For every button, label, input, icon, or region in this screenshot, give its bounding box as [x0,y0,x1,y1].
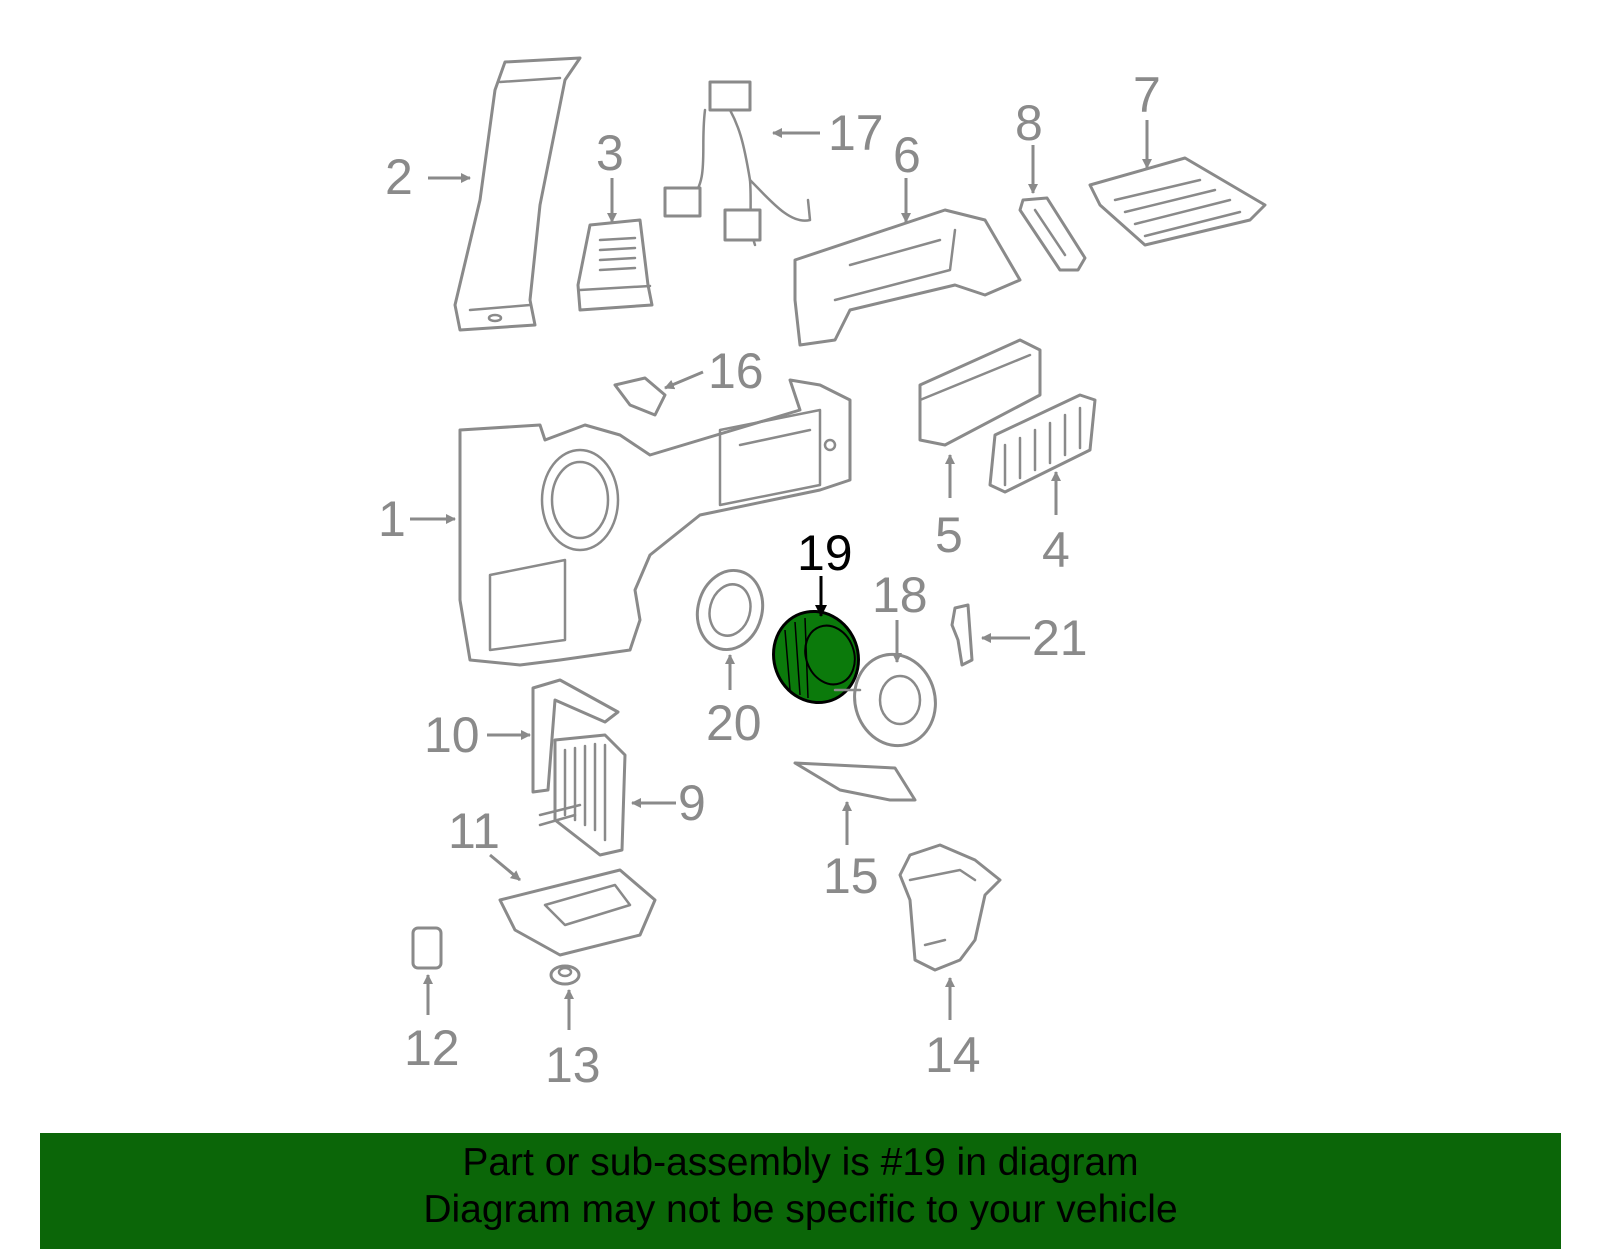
part-9-callout: 9 [631,775,706,831]
part-10-callout: 10 [424,707,531,763]
part-21-clip[interactable] [950,603,974,667]
part-18-callout: 18 [872,567,928,663]
part-17-callout: 17 [772,105,884,161]
parts-diagram: 2 3 17 6 8 [378,56,1267,1093]
label-18: 18 [872,567,928,623]
banner-line-disclaimer: Diagram may not be specific to your vehi… [423,1188,1178,1231]
label-3: 3 [596,125,624,181]
part-2-callout: 2 [385,149,471,205]
label-15: 15 [823,848,879,904]
label-5: 5 [935,507,963,563]
label-14: 14 [925,1027,981,1083]
label-9: 9 [678,775,706,831]
part-12-callout: 12 [404,974,460,1076]
part-11-callout: 11 [448,803,521,882]
part-13-grommet[interactable] [549,964,581,986]
part-6-duct[interactable] [793,208,1022,347]
part-15-callout: 15 [823,801,879,904]
part-21-callout: 21 [981,610,1088,666]
part-1-housing[interactable] [458,378,852,667]
part-6-callout: 6 [893,127,921,223]
part-14-callout: 14 [925,977,981,1083]
part-5-filter-housing[interactable] [918,338,1042,447]
part-8-callout: 8 [1015,95,1043,194]
part-11-tray[interactable] [498,868,657,957]
info-banner: Part or sub-assembly is #19 in diagram D… [40,1133,1561,1249]
part-4-heater-core[interactable] [988,393,1097,494]
part-1-callout: 1 [378,491,456,547]
label-13: 13 [545,1037,601,1093]
label-2: 2 [385,149,413,205]
part-10-bracket[interactable] [531,678,620,794]
label-11: 11 [448,803,500,859]
label-20: 20 [706,695,762,751]
part-4-callout: 4 [1042,471,1070,578]
part-20-callout: 20 [706,654,762,751]
part-16-clip[interactable] [613,376,667,417]
label-4: 4 [1042,522,1070,578]
part-12-block[interactable] [411,926,443,970]
banner-line-part-info: Part or sub-assembly is #19 in diagram [462,1141,1139,1184]
label-6: 6 [893,127,921,183]
label-21: 21 [1032,610,1088,666]
part-3-callout: 3 [596,125,624,223]
label-7: 7 [1133,67,1161,123]
part-2-duct[interactable] [453,56,582,332]
label-19: 19 [797,525,853,581]
part-9-evaporator[interactable] [538,733,627,857]
label-17: 17 [828,105,884,161]
part-8-gasket[interactable] [1018,196,1087,272]
part-15-bracket[interactable] [793,761,917,802]
part-18-blower-motor[interactable] [833,645,946,755]
label-12: 12 [404,1020,460,1076]
part-7-callout: 7 [1133,67,1161,169]
part-20-ring[interactable] [689,563,772,657]
part-16-callout: 16 [664,343,764,399]
label-1: 1 [378,491,406,547]
part-19-callout: 19 [797,525,853,617]
part-7-grille[interactable] [1088,156,1267,247]
label-16: 16 [708,343,764,399]
part-17-wiring-harness[interactable] [663,80,812,247]
part-3-vent[interactable] [576,218,654,312]
part-13-callout: 13 [545,989,601,1093]
part-5-callout: 5 [935,454,963,563]
label-8: 8 [1015,95,1043,151]
part-14-actuator[interactable] [898,843,1002,972]
part-19-blower-wheel[interactable] [761,599,871,714]
label-10: 10 [424,707,480,763]
